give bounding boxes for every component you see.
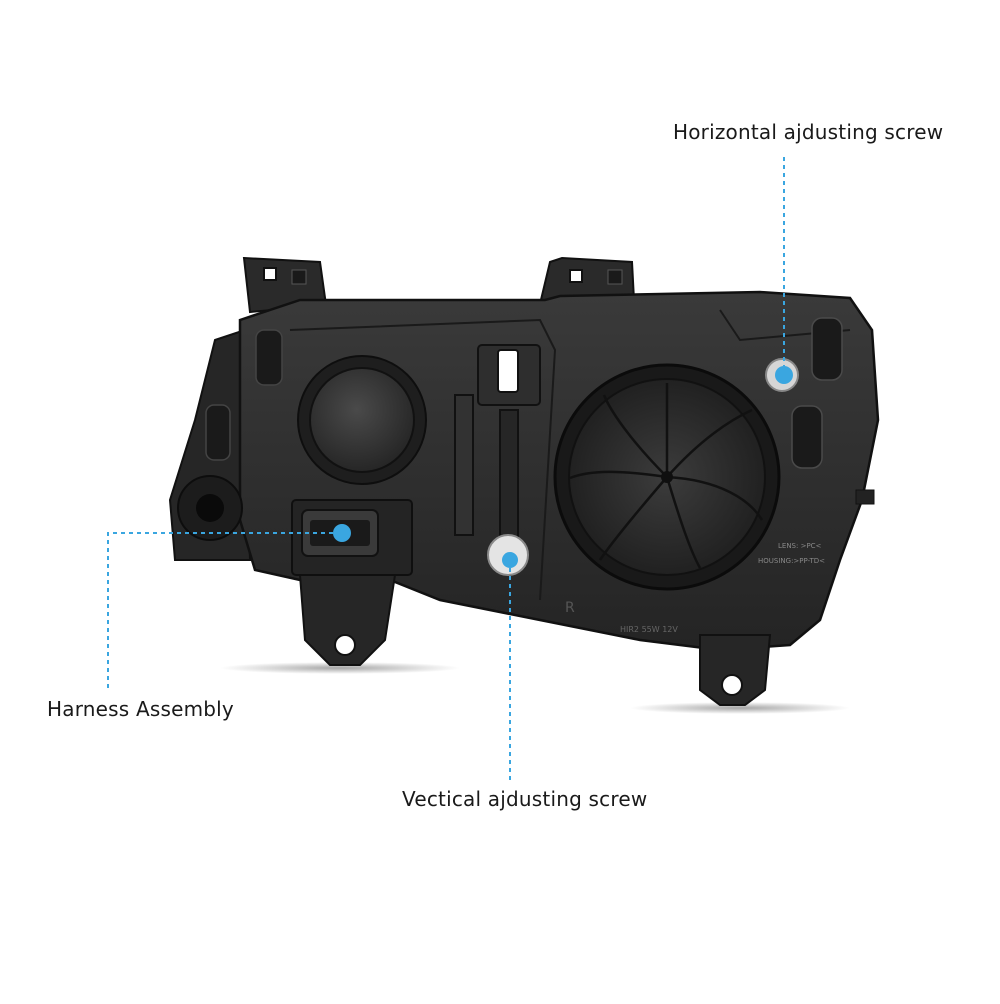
ground-shadow-right	[630, 702, 850, 714]
center-column	[454, 344, 541, 541]
callout-dot-horizontal	[775, 366, 793, 384]
horizontal-adjusting-screw	[765, 358, 799, 392]
vertical-screw-label: Vectical ajdusting screw	[402, 787, 648, 811]
spec-text: HIR2 55W 12V	[620, 625, 678, 634]
harness-assembly-label: Harness Assembly	[47, 697, 234, 721]
dome-cap	[553, 363, 781, 591]
harness-connector	[291, 499, 413, 576]
lens-text: LENS: >PC<	[778, 542, 822, 550]
side-mark: R	[565, 600, 575, 616]
vertical-adjusting-screw	[487, 534, 529, 576]
callout-dot-harness	[333, 524, 351, 542]
ground-shadow-left	[220, 662, 460, 674]
callout-dot-vertical	[502, 552, 518, 568]
housing-text: HOUSING:>PP-TD<	[758, 557, 825, 565]
bulb-cap	[297, 355, 427, 485]
horizontal-screw-label: Horizontal ajdusting screw	[673, 120, 944, 144]
leader-line-harness	[107, 532, 333, 690]
